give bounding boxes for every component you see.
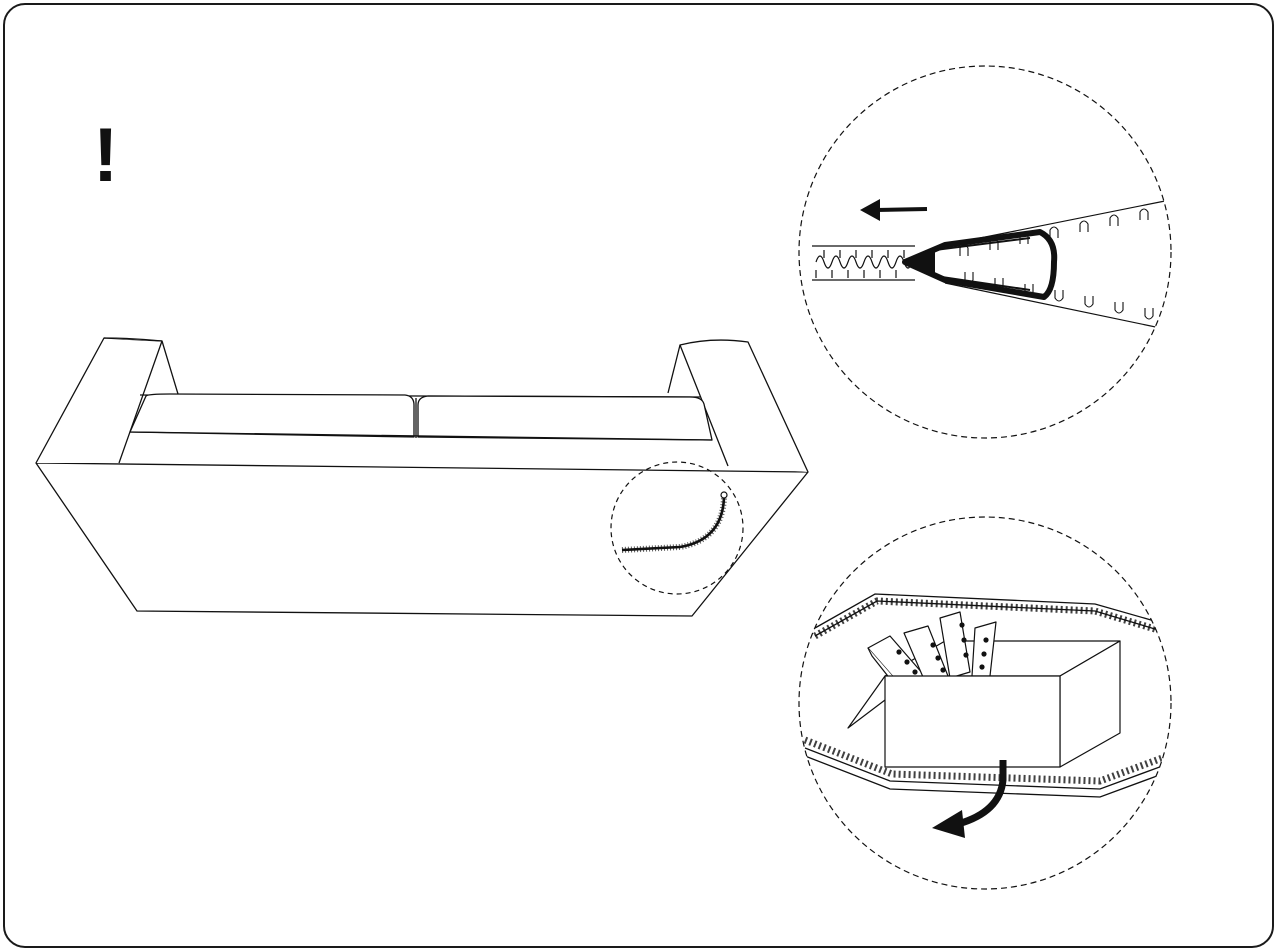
warning-icon: ! bbox=[93, 113, 119, 198]
sofa-icon bbox=[35, 337, 809, 617]
pull-direction-arrow-icon bbox=[860, 199, 928, 221]
zipper-callout bbox=[610, 461, 744, 595]
cushion-foam-removal-icon bbox=[798, 516, 1172, 890]
zipper-detail-icon bbox=[798, 65, 1172, 439]
